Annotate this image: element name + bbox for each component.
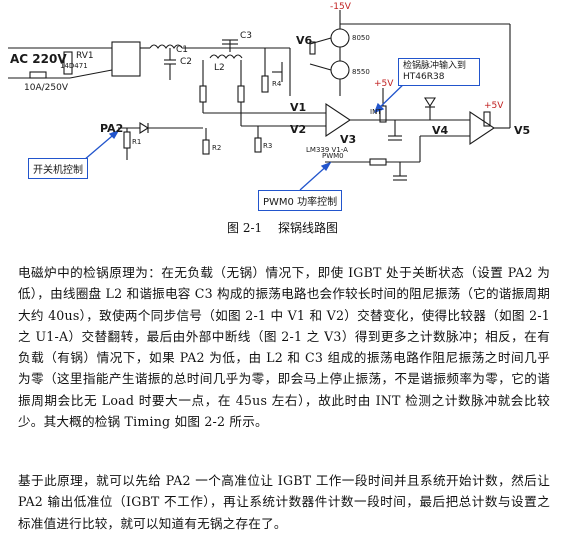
paragraph-principle: 电磁炉中的检锅原理为：在无负载（无锅）情况下，即使 IGBT 处于关断状态（设置…: [18, 265, 550, 430]
figure-caption: 图 2-1 探锅线路图: [0, 219, 565, 236]
int-label: INT: [370, 108, 382, 116]
neg15-label: -15V: [330, 2, 352, 12]
v5v-label-1: +5V: [374, 79, 394, 89]
caption-title: 探锅线路图: [277, 221, 338, 235]
callout-power-switch: 开关机控制: [28, 158, 88, 179]
v2-label: V2: [290, 123, 306, 136]
ac-input-label: AC 220V: [10, 52, 67, 66]
paragraph-method: 基于此原理，就可以先给 PA2 一个高准位让 IGBT 工作一段时间并且系统开始…: [18, 473, 550, 531]
lm339-label: LM339 V1-A: [306, 146, 348, 154]
c1-label: C1: [176, 45, 188, 55]
v1-label: V1: [290, 101, 306, 114]
caption-number: 图 2-1: [227, 221, 263, 235]
r1-label: R1: [132, 138, 141, 146]
l2-label: L2: [214, 63, 225, 73]
r2-label: R2: [212, 144, 221, 152]
transistor-8550-label: 8550: [352, 68, 370, 76]
transistor-8050-label: 8050: [352, 34, 370, 42]
pa2-label: PA2: [100, 122, 123, 135]
pwm0-label: PWM0: [322, 152, 344, 160]
c3-label: C3: [240, 31, 252, 41]
fuse-label: 10A/250V: [24, 83, 69, 93]
v6-label: V6: [296, 34, 313, 47]
r3-label: R3: [263, 142, 272, 150]
callout-pulse-input: 检锅脉冲输入到 HT46R38: [398, 58, 480, 86]
pan-detection-schematic: AC 220V 10A/250V RV1 14D471 C1 C2 C3 L2 …: [8, 2, 530, 191]
v4-label: V4: [432, 124, 449, 137]
c2-label: C2: [180, 57, 192, 67]
v3-label: V3: [340, 133, 356, 146]
v5-label: V5: [514, 124, 530, 137]
callout-pwm-control: PWM0 功率控制: [258, 190, 343, 211]
v5v-label-2: +5V: [484, 101, 504, 111]
rv1-value-label: 14D471: [60, 62, 88, 70]
r4-label: R4: [272, 80, 282, 88]
rv1-label: RV1: [76, 51, 94, 61]
